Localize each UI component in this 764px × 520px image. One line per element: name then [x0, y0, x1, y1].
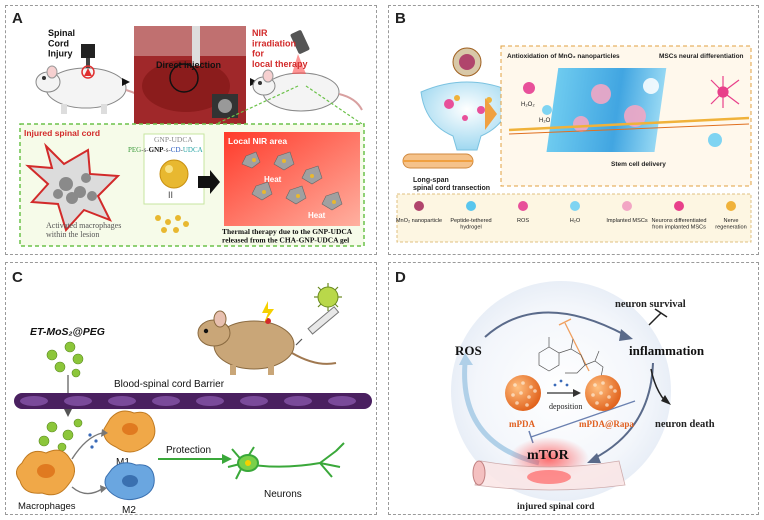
protection-label: Protection [166, 445, 211, 456]
injured-cord-label: Injured spinal cord [24, 128, 100, 138]
small-nanoparticles-icon [155, 215, 189, 233]
nano-label: ET-MoS₂@PEG [30, 326, 105, 338]
legend-swatch-6 [726, 201, 736, 211]
neurons-label: Neurons [264, 489, 302, 500]
macrophage-cluster-icon [53, 173, 97, 204]
panel-d-label: D [395, 269, 406, 286]
mouse-icon [197, 310, 337, 375]
mpda-rapa-sphere-icon [585, 375, 621, 411]
panel-d-figure: neuron survival ROS inflammation neuron … [451, 281, 715, 512]
ros-label: ROS [455, 343, 482, 358]
legend-box [396, 193, 752, 243]
nanoparticles-icon [38, 418, 83, 452]
legend-label-4: Implanted MSCs [606, 218, 648, 224]
chevron-right-icon [485, 98, 497, 130]
barrier-icon [14, 393, 372, 409]
neuron-death-label: neuron death [655, 419, 715, 430]
local-nir-label: Local NIR area [228, 136, 287, 146]
macrophage-icon [16, 449, 75, 496]
arrow-right-icon [122, 78, 130, 86]
nanoparticle-large-icon [314, 283, 342, 311]
h2o2-label: H₂O₂ [521, 102, 535, 108]
mscs-diff-label: MSCs neural differentiation [659, 53, 744, 60]
direct-injection-label: Direct injection [156, 60, 221, 70]
heat-label: Heat [264, 175, 282, 184]
barrier-label: Blood-spinal cord Barrier [114, 379, 225, 390]
legend-swatch-3 [570, 201, 580, 211]
spinal-cord-left-icon [402, 153, 474, 169]
macrophages-label: Macrophages [18, 501, 76, 512]
legend-label-0: MnO₂ nanoparticle [396, 218, 442, 224]
surgery-photo [134, 26, 246, 126]
deposition-label: deposition [549, 402, 582, 411]
panel-c-figure: ET-MoS₂@PEG [14, 283, 372, 515]
heated-macrophages-icon [241, 151, 343, 211]
mno2-nanoparticle-icon [452, 47, 482, 77]
stem-cell-label: Stem cell delivery [611, 161, 666, 168]
antioxidation-label: Antioxidation of MnO₂ nanoparticles [507, 53, 620, 60]
mouse-right-icon [252, 69, 363, 112]
injured-label: injured spinal cord [517, 502, 595, 512]
nanoparticles-icon [46, 341, 84, 378]
legend-label-3: H₂O [570, 218, 581, 224]
rapamycin-structure-icon [538, 337, 604, 382]
legend-swatch-5 [674, 201, 684, 211]
water-icon [542, 105, 552, 115]
inflammation-label: inflammation [629, 343, 705, 358]
legend-swatch-0 [414, 201, 424, 211]
nir-laser-icon [290, 30, 310, 74]
m1-macrophage-icon [103, 410, 156, 453]
m2-macrophage-icon [104, 462, 155, 501]
heat-label: Heat [308, 211, 326, 220]
mpda-rapa-label: mPDA@Rapa [579, 419, 634, 429]
gold-nanoparticle-icon [159, 159, 189, 189]
cycle-arrow-right [592, 362, 654, 460]
legend-swatch-2 [518, 201, 528, 211]
gnp-udca-label: GNP-UDCA [154, 135, 193, 144]
panel-c: C ET-MoS₂@PEG [5, 262, 377, 515]
legend-swatch-4 [622, 201, 632, 211]
neuron-survival-label: neuron survival [615, 299, 686, 310]
cells-icon [573, 78, 659, 132]
neuron-icon [710, 76, 740, 108]
mpda-label: mPDA [509, 419, 535, 429]
ros-icon [523, 82, 535, 94]
mpda-sphere-icon [505, 375, 541, 411]
local-nir-area [224, 132, 360, 226]
legend-swatch-1 [466, 201, 476, 211]
spinal-cord-icon [472, 460, 626, 491]
h2o-label: H₂O [539, 118, 551, 124]
mtor-label: mTOR [527, 448, 570, 463]
mouse-left-icon [35, 65, 152, 114]
syringe-icon [295, 306, 340, 346]
formula-label: PEG-s-GNP-s-CD-UDCA [128, 146, 203, 154]
lightning-icon [262, 301, 274, 323]
m2-label: M2 [122, 505, 136, 515]
legend-label-2: ROS [517, 218, 529, 224]
neuron-icon [227, 442, 345, 480]
panel-b-label: B [395, 10, 406, 27]
arrow-right-icon [198, 170, 220, 194]
panel-c-label: C [12, 269, 23, 286]
svg-text:II: II [168, 190, 173, 200]
cycle-arrow-top [484, 311, 626, 338]
injury-device-icon [81, 44, 95, 79]
water-icon [708, 133, 722, 147]
panel-d: D neuron survival ROS inflammation [388, 262, 759, 515]
injury-star-icon [25, 142, 121, 232]
panel-a-label: A [12, 10, 23, 27]
